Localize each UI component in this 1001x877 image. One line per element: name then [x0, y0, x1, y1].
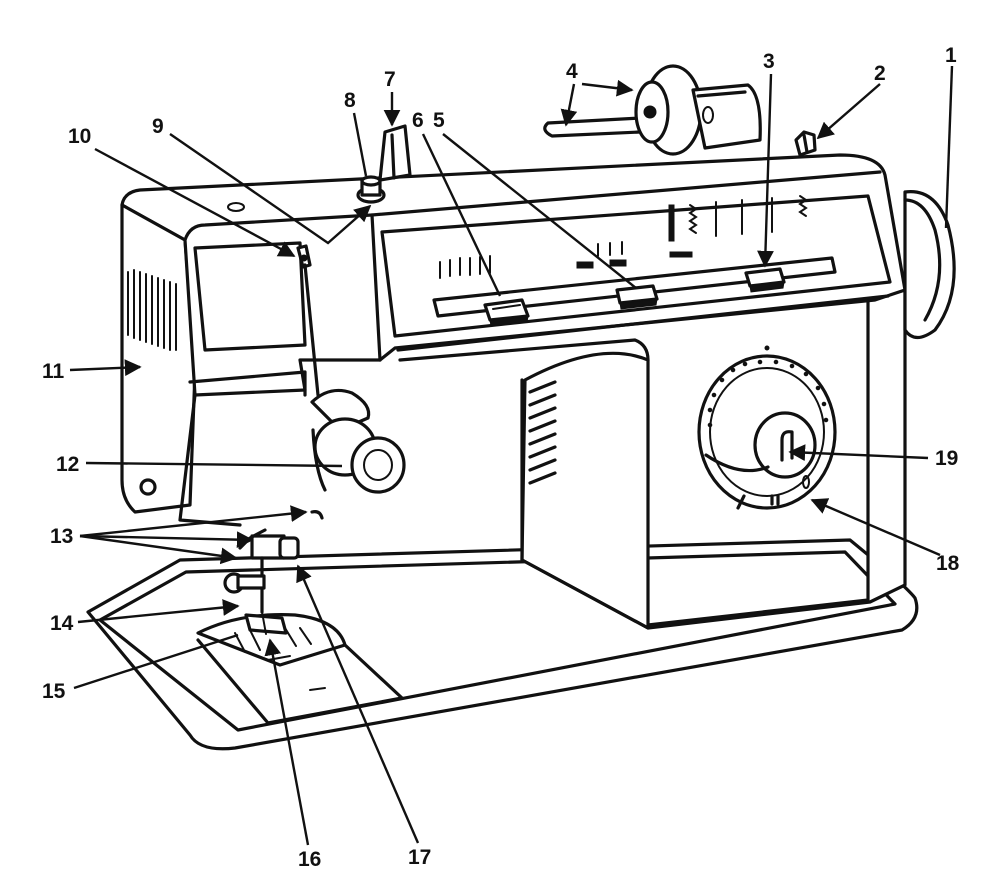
callout-19: 19 — [935, 447, 958, 470]
leader-14 — [77, 599, 240, 624]
tension-post — [356, 175, 386, 204]
callout-9: 9 — [152, 115, 164, 138]
callout-7: 7 — [384, 68, 396, 91]
leader-13c — [79, 534, 238, 565]
callout-5: 5 — [433, 109, 445, 132]
head-end-cover — [120, 202, 382, 527]
leader-12 — [85, 461, 343, 468]
callout-2: 2 — [874, 62, 886, 85]
stitch-symbols — [439, 195, 808, 279]
pattern-selector-knob — [744, 267, 786, 293]
leader-3 — [757, 73, 774, 268]
leader-19 — [788, 444, 929, 462]
leader-2 — [816, 83, 881, 140]
leader-13b — [79, 531, 254, 549]
stitch-length-dial — [697, 345, 837, 510]
spool-pin-holder — [543, 64, 762, 156]
callout-18: 18 — [936, 552, 960, 575]
callout-17: 17 — [408, 846, 431, 869]
leader-5 — [442, 133, 637, 289]
leader-11 — [69, 359, 142, 377]
leader-17 — [296, 564, 420, 844]
leader-13a — [79, 505, 308, 538]
callout-labels: 1 2 3 4 5 6 7 8 9 10 11 12 13 14 15 16 1… — [42, 44, 960, 871]
stitch-length-knob — [483, 298, 530, 327]
callout-14: 14 — [50, 612, 74, 635]
leader-4b — [581, 79, 634, 97]
callout-1: 1 — [945, 44, 957, 67]
callout-3: 3 — [763, 50, 775, 73]
presser-foot — [223, 572, 288, 635]
callout-15: 15 — [42, 680, 66, 703]
leader-8 — [352, 112, 368, 177]
bobbin-winder — [794, 130, 817, 157]
callout-16: 16 — [298, 848, 321, 871]
callout-12: 12 — [56, 453, 79, 476]
callout-4: 4 — [566, 60, 578, 83]
thread-take-up-lever — [296, 244, 320, 397]
leader-6 — [421, 133, 502, 297]
leader-18 — [810, 498, 941, 557]
leader-15 — [73, 633, 239, 690]
leader-16 — [264, 638, 310, 846]
machine-column — [398, 288, 907, 630]
callout-8: 8 — [344, 89, 356, 112]
callout-11: 11 — [42, 360, 65, 383]
thread-guide — [378, 124, 412, 182]
slider-track — [432, 256, 837, 318]
handwheel — [903, 190, 956, 340]
leader-10 — [94, 147, 296, 258]
callout-6: 6 — [412, 109, 424, 132]
stitch-width-knob — [615, 284, 659, 310]
column-vents — [528, 380, 557, 485]
screw-icon — [139, 478, 157, 496]
callout-13: 13 — [50, 525, 73, 548]
leader-9 — [169, 133, 372, 245]
callout-10: 10 — [68, 125, 91, 148]
leader-1 — [944, 65, 954, 229]
side-vents — [127, 269, 177, 351]
tension-dial-assembly — [310, 388, 406, 494]
leader-lines — [69, 65, 954, 846]
top-hole-icon — [227, 202, 245, 212]
leader-4a — [560, 83, 578, 127]
